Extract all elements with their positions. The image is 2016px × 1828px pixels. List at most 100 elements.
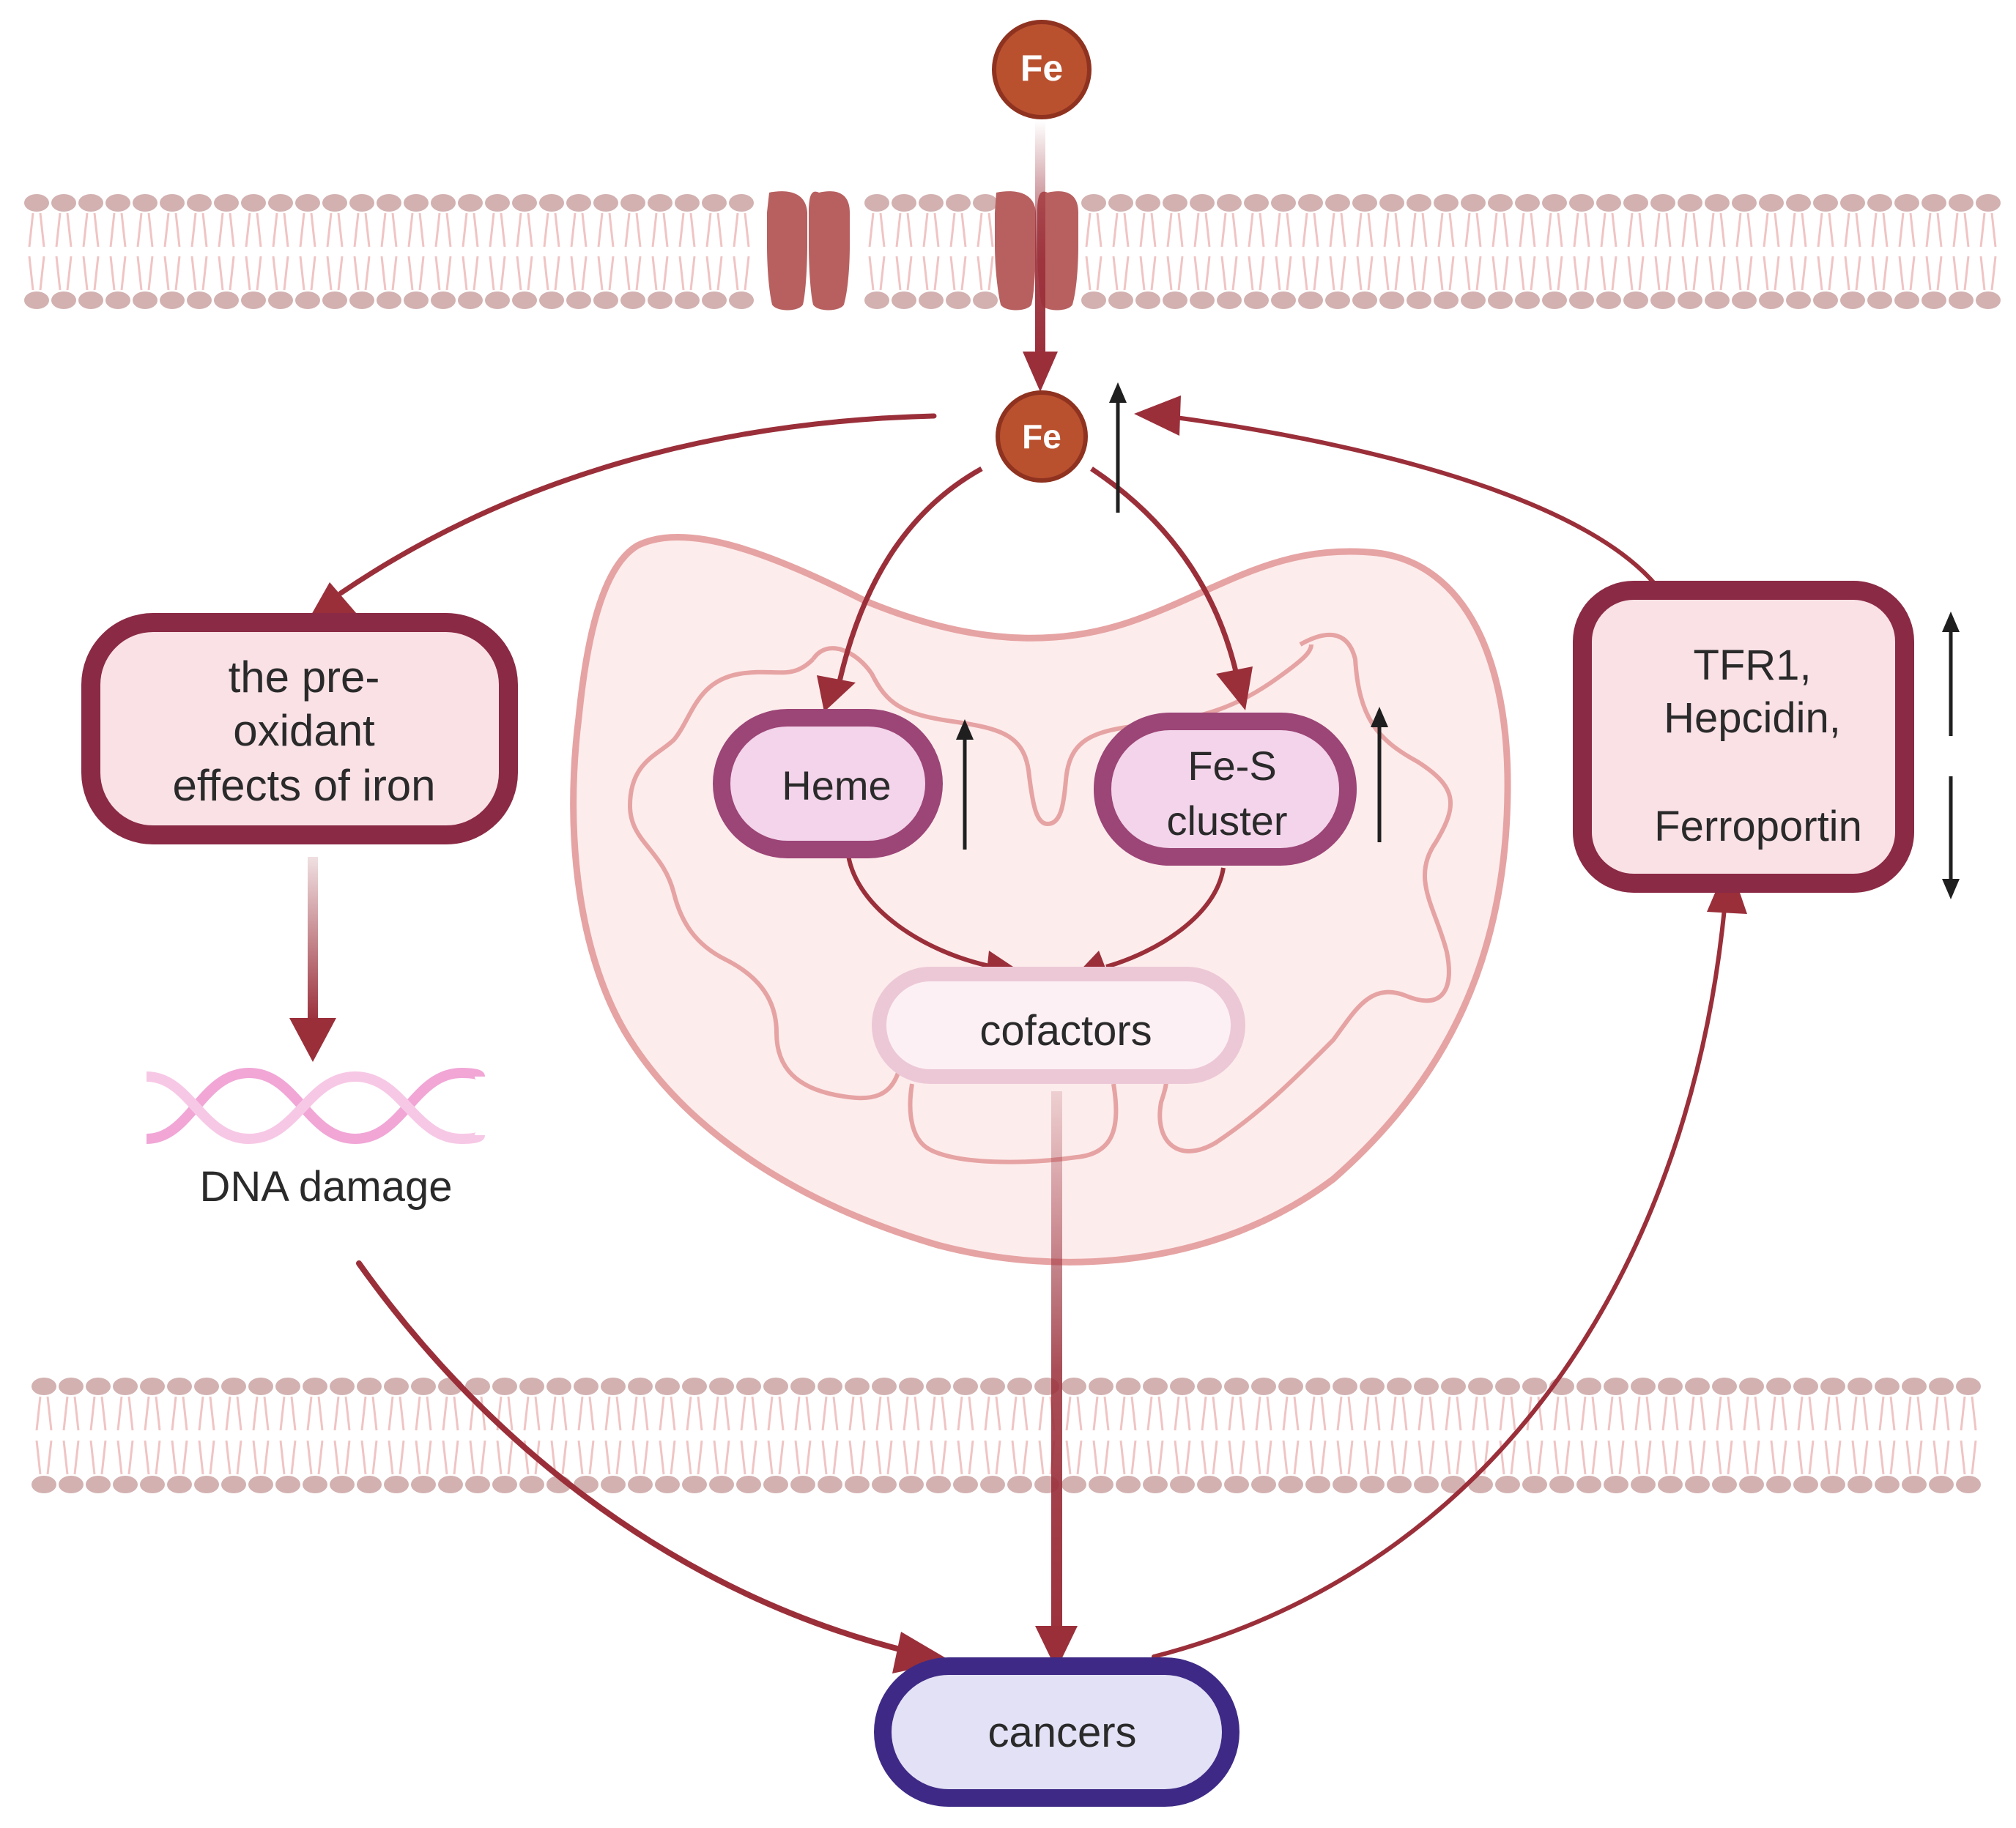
lipid-head <box>322 194 347 212</box>
lipid-tail <box>353 212 371 248</box>
lipid-head <box>458 291 483 309</box>
lipid-head <box>349 291 374 309</box>
lipid-head <box>729 291 754 309</box>
lipid-tail <box>713 1440 730 1475</box>
mitochondrion-cristae <box>627 633 1453 1164</box>
lipid-head <box>1650 194 1675 212</box>
lipid-tail <box>631 1396 649 1431</box>
lipid-head <box>1407 291 1431 309</box>
lipid-head <box>275 1378 300 1395</box>
lipid-tail <box>659 1440 676 1475</box>
lipid-head <box>1197 1476 1222 1493</box>
lipid-tail <box>1085 256 1102 291</box>
lipid-tail <box>624 212 642 248</box>
lipid-head <box>601 1476 626 1493</box>
lipid-tail <box>1193 256 1211 291</box>
lipid-head <box>980 1378 1005 1395</box>
heme-label: Heme <box>782 762 891 809</box>
lipid-head <box>438 1476 463 1493</box>
lipid-head <box>1197 1378 1222 1395</box>
regulators-label-line-2: Hepcidin, <box>1664 694 1841 742</box>
lipid-head <box>655 1378 680 1395</box>
lipid-tail <box>1092 1440 1110 1475</box>
lipid-head <box>953 1378 978 1395</box>
lipid-head <box>1596 194 1621 212</box>
lipid-head <box>1623 194 1648 212</box>
lipid-tail <box>1519 256 1536 291</box>
lipid-tail <box>1580 1396 1598 1431</box>
lipid-tail <box>794 1440 812 1475</box>
lipid-head <box>845 1476 870 1493</box>
lipid-tail <box>35 1396 53 1431</box>
lipid-head <box>1549 1476 1574 1493</box>
lipid-head <box>1163 194 1187 212</box>
lipid-head <box>1170 1378 1195 1395</box>
lipid-head <box>384 1378 409 1395</box>
lipid-head <box>864 194 889 212</box>
lipid-head <box>411 1378 436 1395</box>
lipid-tail <box>1410 212 1428 248</box>
lipid-head <box>303 1378 327 1395</box>
regulators-label-line-3: Ferroportin <box>1654 803 1862 850</box>
lipid-head <box>268 194 293 212</box>
lipid-tail <box>62 1396 80 1431</box>
lipid-tail <box>957 1440 974 1475</box>
lipid-tail <box>1952 256 1970 291</box>
lipid-head <box>59 1476 84 1493</box>
lipid-tail <box>984 1440 1001 1475</box>
lipid-tail <box>1166 212 1184 248</box>
lipid-head <box>1949 194 1974 212</box>
lipid-tail <box>1580 1440 1598 1475</box>
lipid-tail <box>190 256 208 291</box>
lipid-tail <box>1932 1440 1950 1475</box>
lipid-tail <box>144 1396 161 1431</box>
lipid-head <box>1271 291 1296 309</box>
lipid-tail <box>821 1396 839 1431</box>
lipid-head <box>1902 1378 1927 1395</box>
lipid-tail <box>678 212 696 248</box>
lipid-tail <box>570 212 588 248</box>
lipid-tail <box>1979 256 1997 291</box>
pro-oxidant-label-line-2: oxidant <box>233 706 375 755</box>
arrow-pro-oxidant-to-dna-stem <box>308 857 318 1022</box>
lipid-tail <box>1898 256 1916 291</box>
lipid-head <box>241 194 266 212</box>
lipid-tail <box>550 1396 568 1431</box>
lipid-head <box>1461 194 1486 212</box>
lipid-tail <box>1763 212 1780 248</box>
lipid-head <box>620 194 645 212</box>
lipid-head <box>926 1476 951 1493</box>
lipid-head <box>892 291 916 309</box>
arrow-cofactors-to-cancers-head <box>1035 1626 1078 1670</box>
lipid-tail <box>82 256 100 291</box>
lipid-tail <box>1282 1440 1300 1475</box>
lipid-tail <box>489 212 506 248</box>
lipid-tail <box>1356 256 1374 291</box>
lipid-tail <box>82 212 100 248</box>
lipid-tail <box>225 1396 242 1431</box>
lipid-tail <box>306 1396 324 1431</box>
lipid-tail <box>89 1440 107 1475</box>
lipid-head <box>702 194 727 212</box>
lipid-head <box>1434 194 1459 212</box>
lipid-head <box>1949 291 1974 309</box>
fes-cluster-node: Fe-S cluster <box>1094 713 1357 866</box>
lipid-tail <box>434 212 452 248</box>
lipid-tail <box>469 1440 486 1475</box>
lipid-tail <box>1708 212 1726 248</box>
lipid-tail <box>868 212 886 248</box>
lipid-head <box>1793 1378 1818 1395</box>
lipid-head <box>330 1378 355 1395</box>
lipid-tail <box>1573 212 1590 248</box>
lipid-tail <box>1193 212 1211 248</box>
lipid-head <box>1224 1378 1249 1395</box>
lipid-head <box>519 1378 544 1395</box>
indicator-regulators-down-arrow-icon <box>1942 776 1960 899</box>
arrow-fe-import-stem <box>1035 121 1045 355</box>
lipid-tail <box>1112 256 1130 291</box>
lipid-tail <box>1282 1396 1300 1431</box>
lipid-head <box>1759 194 1784 212</box>
lipid-head <box>214 291 239 309</box>
lipid-head <box>729 194 754 212</box>
